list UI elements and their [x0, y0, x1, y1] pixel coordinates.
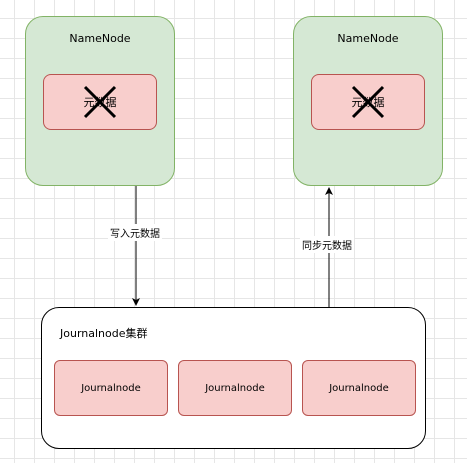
- namenode-left[interactable]: NameNode 元数据: [25, 16, 175, 186]
- namenode-left-title: NameNode: [69, 32, 131, 45]
- namenode-right-metadata[interactable]: 元数据: [311, 74, 425, 130]
- journalnode-1[interactable]: Journalnode: [54, 360, 168, 416]
- journalnode-cluster[interactable]: Journalnode集群 Journalnode Journalnode Jo…: [41, 307, 426, 449]
- edge-label-sync-metadata: 同步元数据: [300, 236, 354, 253]
- x-mark-icon: [351, 85, 385, 119]
- journalnode-cluster-title: Journalnode集群: [60, 327, 148, 340]
- journalnode-2[interactable]: Journalnode: [178, 360, 292, 416]
- namenode-right-title: NameNode: [337, 32, 399, 45]
- edge-label-write-metadata: 写入元数据: [108, 224, 162, 241]
- x-mark-icon: [83, 85, 117, 119]
- journalnode-3[interactable]: Journalnode: [302, 360, 416, 416]
- namenode-left-metadata[interactable]: 元数据: [43, 74, 157, 130]
- namenode-right[interactable]: NameNode 元数据: [293, 16, 443, 186]
